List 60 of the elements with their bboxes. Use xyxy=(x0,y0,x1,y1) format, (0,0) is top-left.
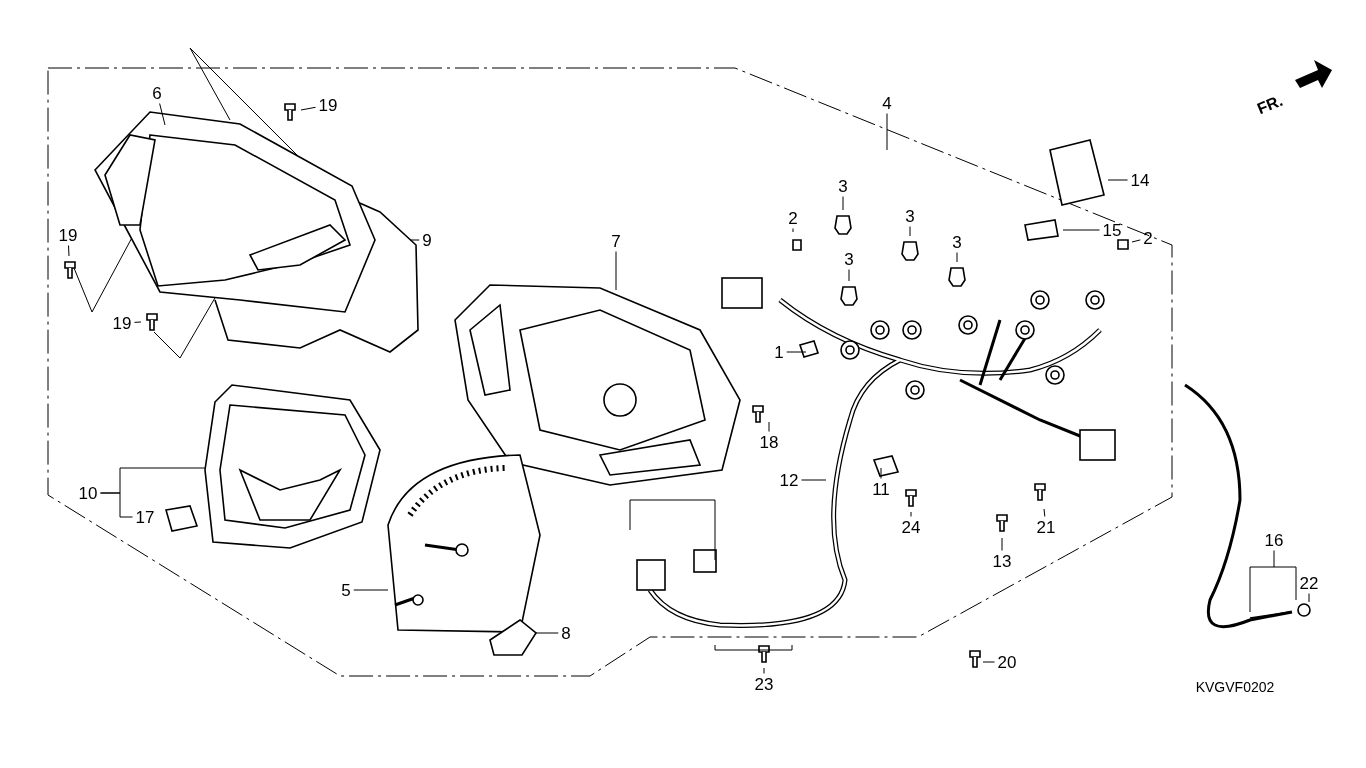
leader-line xyxy=(910,511,912,517)
callout-number: 21 xyxy=(1035,518,1057,536)
callout-number: 22 xyxy=(1298,574,1320,592)
callout-number: 16 xyxy=(1263,531,1285,549)
leader-line xyxy=(792,228,794,233)
callout-number: 19 xyxy=(317,96,339,114)
callout-number: 13 xyxy=(991,552,1013,570)
diagram-code: KVGVF0202 xyxy=(1195,677,1275,697)
leader-line xyxy=(800,479,827,481)
leader-line xyxy=(956,252,958,263)
callout-number: 12 xyxy=(778,471,800,489)
leader-line xyxy=(133,321,142,323)
direction-label: FR. xyxy=(1253,90,1286,120)
callout-number: 20 xyxy=(996,653,1018,671)
leader-line xyxy=(615,251,617,291)
leader-line xyxy=(1308,593,1310,603)
leader-line xyxy=(68,245,70,257)
callout-number: 3 xyxy=(837,177,849,195)
callout-number: 10 xyxy=(77,484,99,502)
leader-line xyxy=(99,492,134,518)
callout-number: 19 xyxy=(57,226,79,244)
leader-line xyxy=(880,467,882,479)
callout-number: 15 xyxy=(1101,221,1123,239)
callout-number: 3 xyxy=(843,250,855,268)
callout-number: 17 xyxy=(134,508,156,526)
callout-number: 5 xyxy=(340,581,352,599)
callout-number: 3 xyxy=(951,233,963,251)
leader-line xyxy=(300,106,317,111)
leader-line xyxy=(982,661,996,663)
leader-line xyxy=(1131,239,1141,243)
callout-number: 4 xyxy=(881,94,893,112)
leader-line xyxy=(842,196,844,211)
callout-number: 14 xyxy=(1129,171,1151,189)
callout-number: 19 xyxy=(111,314,133,332)
callout-number: 23 xyxy=(753,675,775,693)
callout-number: 1 xyxy=(773,343,785,361)
callout-number: 24 xyxy=(900,518,922,536)
leader-line xyxy=(353,589,389,591)
leader-line xyxy=(409,239,420,241)
leader-line xyxy=(1043,508,1046,517)
leader-line xyxy=(1001,537,1003,551)
callout-number: 9 xyxy=(421,231,433,249)
leader-line xyxy=(848,269,850,282)
leader-line xyxy=(1107,179,1129,181)
callout-number: 8 xyxy=(560,624,572,642)
callout-number: 2 xyxy=(787,209,799,227)
leader-line xyxy=(768,421,770,432)
callout-number: 18 xyxy=(758,433,780,451)
leader-line xyxy=(535,632,559,634)
callout-number: 7 xyxy=(610,232,622,250)
leader-line xyxy=(763,667,765,674)
leader-line xyxy=(1273,550,1275,568)
leader-line xyxy=(159,103,166,126)
callout-number: 11 xyxy=(871,480,891,498)
callout-number: 3 xyxy=(904,207,916,225)
callout-number: 6 xyxy=(151,84,163,102)
leader-line xyxy=(786,351,807,353)
leader-line xyxy=(886,113,888,151)
leader-line xyxy=(909,226,911,237)
callout-number: 2 xyxy=(1142,229,1154,247)
